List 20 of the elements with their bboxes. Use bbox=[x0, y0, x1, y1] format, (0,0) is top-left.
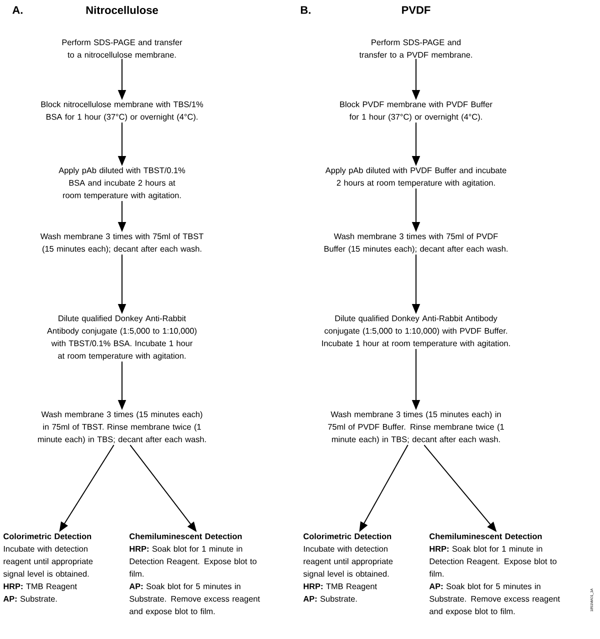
detection-text: Chemiluminescent Detection HRP: Soak blot for 1 minute in Detection Reagent. Expose blot to film. AP: Soak blot for 5 minutes in Substrate. Remove excess reagent and expose blot to film. bbox=[429, 533, 560, 616]
panel-letter: B. bbox=[300, 6, 310, 14]
step-text: Perform SDS-PAGE and transfer to a PVDF membrane. bbox=[359, 39, 472, 58]
step-text: Block nitrocellulose membrane with TBS/1% BSA for 1 hour (37°C) or overnight (4°C). bbox=[41, 101, 204, 122]
step-text: Perform SDS-PAGE and transfer to a nitrocellulose membrane. bbox=[62, 39, 182, 58]
step-text: Apply pAb diluted with PVDF Buffer and incubate 2 hours at room temperature with agitation. bbox=[325, 167, 506, 188]
step-text: Block PVDF membrane with PVDF Buffer for 1 hour (37°C) or overnight (4°C). bbox=[340, 101, 492, 122]
step-text: Wash membrane 3 times (15 minutes each) in 75ml of TBST. Rinse membrane twice (1 minute each) in TBS; decant after each wash. bbox=[38, 411, 206, 444]
panel-letter: A. bbox=[12, 6, 22, 14]
step-text: Dilute qualified Donkey Anti-Rabbit Antibody conjugate (1:5,000 to 1:10,000) with TBST/0.1% BSA. Incubate 1 hour at room temperature with agitation. bbox=[47, 315, 196, 360]
step-text: Apply pAb diluted with TBST/0.1% BSA and incubate 2 hours at room temperature with agitation. bbox=[58, 167, 186, 200]
detection-text: Chemiluminescent Detection HRP: Soak blot for 1 minute in Detection Reagent. Expose blot to film. AP: Soak blot for 5 minutes in Substrate. Remove excess reagent and expose blot to film. bbox=[129, 533, 260, 616]
step-text: Dilute qualified Donkey Anti-Rabbit Antibody conjugate (1:5,000 to 1:10,000) with PVDF Buffer. Incubate 1 hour at room temperature with agitation. bbox=[322, 315, 510, 348]
step-text: Wash membrane 3 times (15 minutes each) in 75ml of PVDF Buffer. Rinse membrane twice (1 minute each) in TBS; decant after each wash. bbox=[328, 411, 504, 444]
panel-title: PVDF bbox=[402, 6, 430, 14]
detection-text: Colorimetric Detection Incubate with detection reagent until appropriate signal level is obtained. HRP: TMB Reagent AP: Substrate. bbox=[3, 533, 93, 602]
panel-title: Nitrocellulose bbox=[86, 6, 158, 14]
step-text: Wash membrane 3 times with 75ml of PVDF Buffer (15 minutes each); decant after each wash. bbox=[324, 233, 508, 254]
step-text: Wash membrane 3 times with 75ml of TBST (15 minutes each); decant after each wash. bbox=[40, 233, 204, 254]
detection-text: Colorimetric Detection Incubate with detection reagent until appropriate signal level is obtained. HRP: TMB Reagent AP: Substrate. bbox=[303, 533, 393, 602]
